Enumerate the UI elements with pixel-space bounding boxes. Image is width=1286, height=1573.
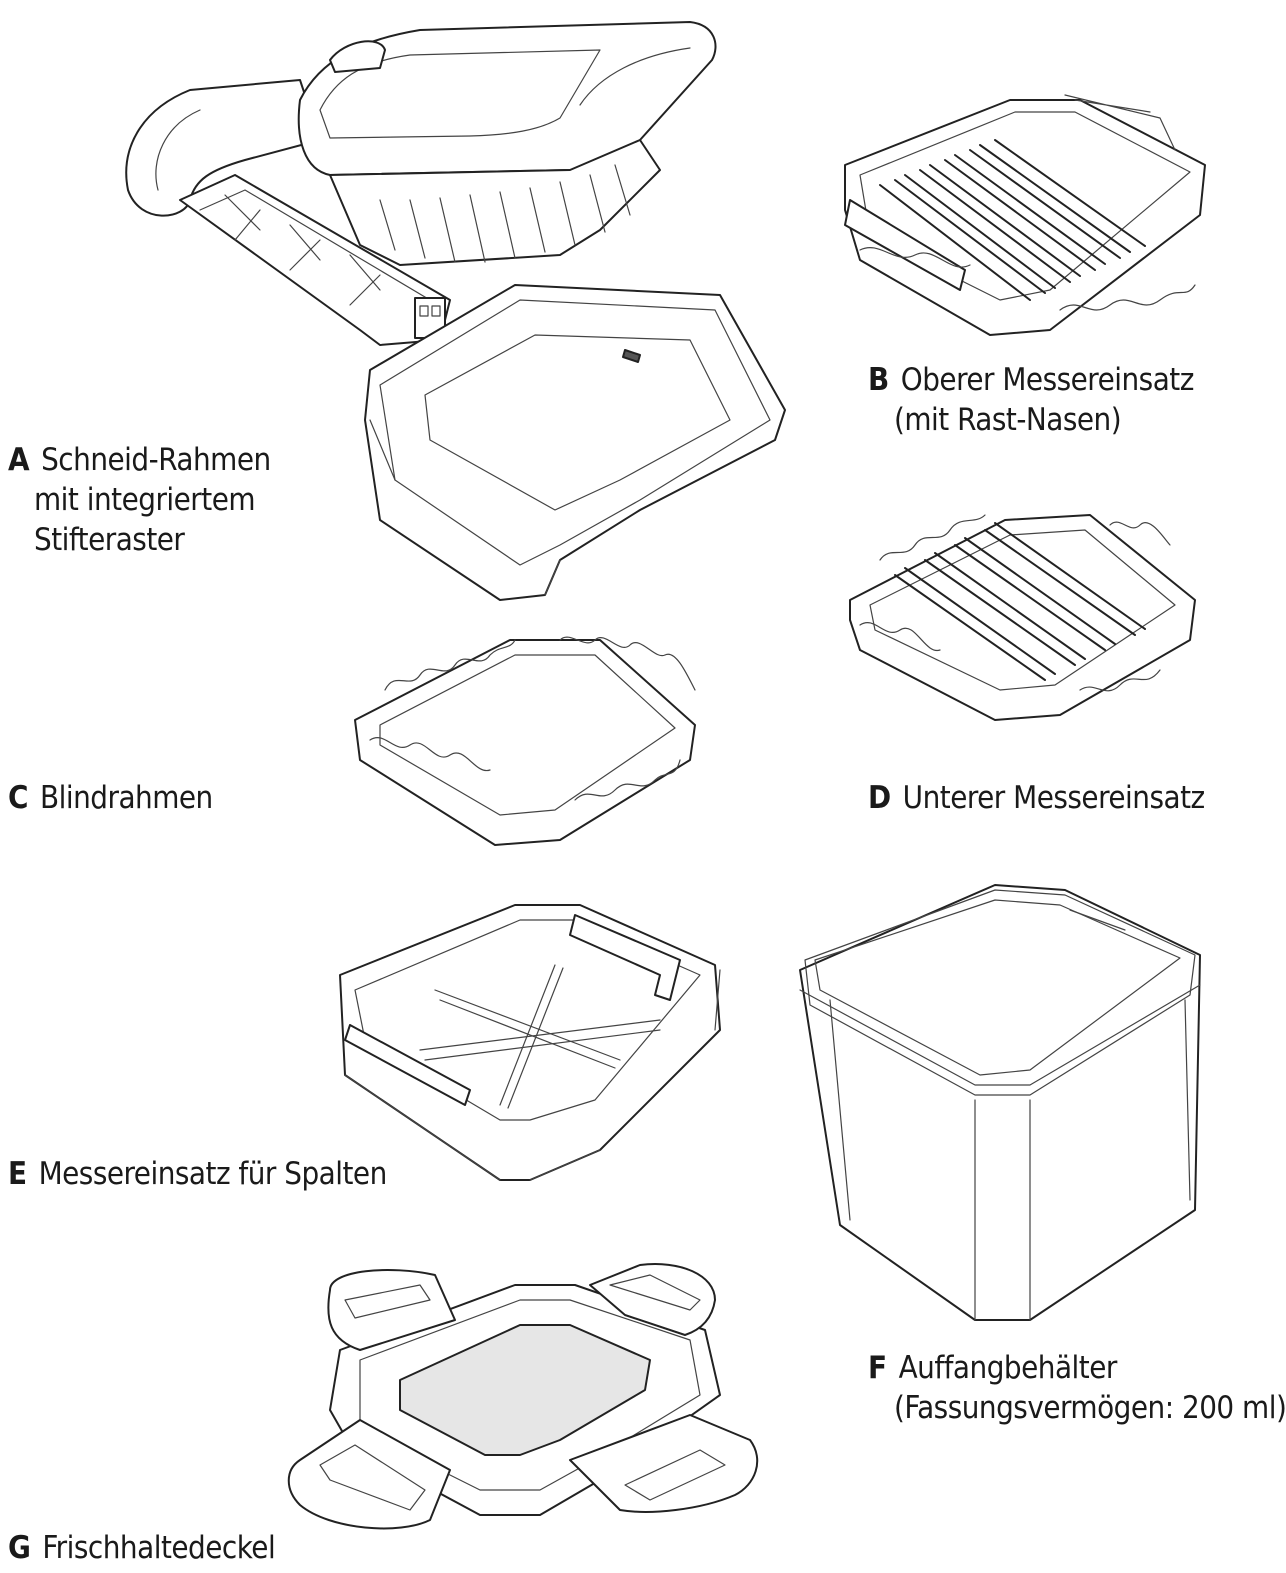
- label-part-g-key: G: [8, 1530, 31, 1566]
- part-a-cutting-frame-drawing: [125, 21, 786, 601]
- label-part-d: D Unterer Messereinsatz: [868, 778, 1205, 818]
- label-part-f-line1: Auffangbehälter: [898, 1350, 1118, 1386]
- label-part-f-key: F: [868, 1350, 887, 1386]
- label-part-a-line3: Stifteraster: [34, 522, 185, 558]
- label-part-a: A Schneid-Rahmen mit integriertem Stifter…: [8, 440, 271, 560]
- part-b-upper-blade-insert-drawing: [844, 94, 1206, 336]
- label-part-b-key: B: [868, 362, 889, 398]
- label-part-e-line1: Messereinsatz für Spalten: [38, 1156, 388, 1192]
- label-part-g: G Frischhaltedeckel: [8, 1528, 276, 1568]
- part-g-storage-lid-drawing: [287, 1263, 759, 1530]
- label-part-f-line2: (Fassungsvermögen: 200 ml): [894, 1390, 1286, 1426]
- part-e-wedge-blade-insert-drawing: [339, 904, 721, 1181]
- part-c-blind-frame-drawing: [354, 636, 696, 846]
- label-part-a-line1: Schneid-Rahmen: [41, 442, 271, 478]
- label-part-d-line1: Unterer Messereinsatz: [902, 780, 1205, 816]
- label-part-a-line2: mit integriertem: [34, 482, 256, 518]
- label-part-e-key: E: [8, 1156, 27, 1192]
- label-part-c-line1: Blindrahmen: [39, 780, 213, 816]
- label-part-b-line2: (mit Rast-Nasen): [894, 402, 1122, 438]
- label-part-b-line1: Oberer Messereinsatz: [900, 362, 1195, 398]
- label-part-d-key: D: [868, 780, 891, 816]
- label-part-c: C Blindrahmen: [8, 778, 213, 818]
- label-part-g-line1: Frischhaltedeckel: [42, 1530, 276, 1566]
- label-part-e: E Messereinsatz für Spalten: [8, 1154, 387, 1194]
- label-part-a-key: A: [8, 442, 30, 478]
- label-part-c-key: C: [8, 780, 28, 816]
- part-f-collecting-container-drawing: [799, 884, 1201, 1321]
- label-part-f: F Auffangbehälter (Fassungsvermögen: 200 …: [868, 1348, 1286, 1428]
- part-d-lower-blade-insert-drawing: [849, 514, 1196, 721]
- label-part-b: B Oberer Messereinsatz (mit Rast-Nasen): [868, 360, 1194, 440]
